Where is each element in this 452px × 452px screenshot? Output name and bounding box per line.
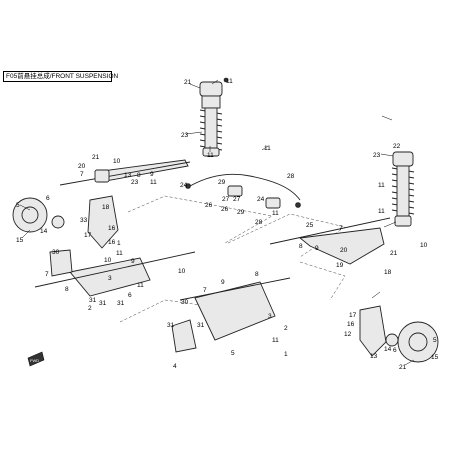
- callout-label: 18: [384, 269, 392, 276]
- callout-label: 11: [226, 78, 233, 85]
- callout-label: 11: [264, 145, 271, 152]
- callout-label: 11: [137, 282, 144, 289]
- callout-label: 7: [339, 225, 343, 232]
- callout-label: 18: [102, 204, 110, 211]
- callout-label: 7: [203, 287, 207, 294]
- callout-label: 31: [167, 322, 175, 329]
- callout-label: 7: [80, 171, 84, 178]
- callout-label: 16: [347, 321, 355, 328]
- callout-label: 11: [207, 152, 214, 159]
- callout-labels: 21 11 23 11 21 10 20 7 13 8 23 9 11 24 2…: [16, 78, 439, 371]
- callout-label: 7: [45, 271, 49, 278]
- callout-label: 1: [117, 240, 121, 247]
- callout-label: 1: [284, 351, 288, 358]
- fwd-badge-label: FWD: [30, 358, 39, 363]
- callout-label: 11: [378, 208, 385, 215]
- callout-label: 9: [315, 245, 319, 252]
- callout-label: 10: [113, 158, 121, 165]
- callout-label: 4: [173, 363, 177, 370]
- shock-absorber-left: [199, 77, 229, 157]
- callout-label: 29: [218, 179, 226, 186]
- callout-label: 6: [46, 195, 50, 202]
- callout-label: 8: [137, 172, 141, 179]
- callout-label: 20: [340, 247, 348, 254]
- callout-label: 21: [399, 364, 407, 371]
- stabilizer-bar: [185, 173, 301, 209]
- callout-label: 9: [131, 258, 135, 265]
- callout-label: 31: [89, 297, 97, 304]
- leader-lines: [19, 79, 415, 366]
- callout-label: 5: [433, 337, 437, 344]
- callout-label: 2: [284, 325, 288, 332]
- callout-label: 19: [336, 262, 344, 269]
- callout-label: 8: [255, 271, 259, 278]
- callout-label: 8: [65, 286, 69, 293]
- callout-label: 26: [221, 206, 229, 213]
- callout-label: 11: [116, 250, 123, 257]
- callout-label: 23: [131, 179, 139, 186]
- callout-label: 12: [344, 331, 352, 338]
- callout-label: 26: [205, 202, 213, 209]
- lower-arm-left: [34, 249, 196, 297]
- callout-label: 13: [124, 172, 132, 179]
- callout-label: 10: [420, 242, 428, 249]
- callout-label: 22: [393, 143, 401, 150]
- callout-label: 15: [431, 354, 439, 361]
- callout-label: 31: [117, 300, 125, 307]
- callout-label: 11: [272, 337, 279, 344]
- callout-label: 11: [150, 179, 157, 186]
- callout-label: 31: [99, 300, 107, 307]
- callout-label: 29: [237, 209, 245, 216]
- callout-label: 6: [393, 347, 397, 354]
- callout-label: 15: [16, 237, 24, 244]
- callout-label: 3: [268, 313, 272, 320]
- callout-label: 24: [180, 182, 188, 189]
- callout-label: 9: [221, 279, 225, 286]
- callout-label: 33: [80, 217, 88, 224]
- callout-label: 21: [184, 79, 192, 86]
- callout-label: 27: [233, 196, 241, 203]
- callout-label: 8: [299, 243, 303, 250]
- callout-label: 10: [104, 257, 112, 264]
- callout-label: 11: [378, 182, 385, 189]
- upper-arm-right: [269, 217, 391, 265]
- callout-label: 25: [306, 222, 314, 229]
- callout-label: 28: [255, 219, 263, 226]
- shock-absorber-right: [391, 151, 415, 227]
- callout-label: 6: [128, 292, 132, 299]
- callout-label: 5: [16, 202, 20, 209]
- callout-label: 30: [52, 249, 60, 256]
- callout-label: 3: [108, 275, 112, 282]
- steering-knuckle-left: [12, 195, 119, 249]
- callout-label: 30: [181, 299, 189, 306]
- callout-label: 23: [181, 132, 189, 139]
- diagram-title: F05前悬挂总成/FRONT SUSPENSION: [3, 71, 118, 82]
- callout-label: 31: [197, 322, 205, 329]
- callout-label: 10: [178, 268, 186, 275]
- fwd-badge: FWD: [27, 351, 45, 367]
- callout-label: 17: [84, 232, 92, 239]
- callout-label: 28: [287, 173, 295, 180]
- upper-arm-left: [59, 159, 191, 186]
- lower-arm-center: [171, 277, 291, 353]
- callout-label: 23: [373, 152, 381, 159]
- callout-label: 21: [92, 154, 100, 161]
- callout-label: 20: [78, 163, 86, 170]
- callout-label: 16: [108, 239, 116, 246]
- callout-label: 17: [349, 312, 357, 319]
- callout-label: 5: [231, 350, 235, 357]
- callout-label: 9: [150, 171, 154, 178]
- callout-label: 2: [88, 305, 92, 312]
- callout-label: 13: [370, 353, 378, 360]
- callout-label: 27: [222, 196, 230, 203]
- steering-knuckle-right: [359, 305, 439, 363]
- callout-label: 21: [390, 250, 398, 257]
- callout-label: 14: [40, 228, 48, 235]
- callout-label: 16: [108, 225, 116, 232]
- callout-label: 14: [384, 346, 392, 353]
- callout-label: 11: [272, 210, 279, 217]
- callout-label: 24: [257, 196, 265, 203]
